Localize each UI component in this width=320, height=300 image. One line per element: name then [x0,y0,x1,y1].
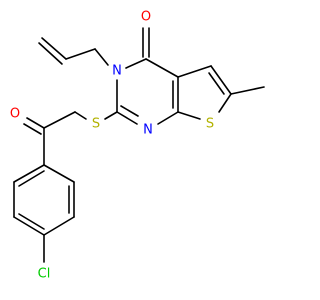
bond-c2-n1-double-a [116,111,138,125]
bond-ar-3-4 [43,216,75,236]
bond-ch2-ch [65,48,96,60]
bond-c4a-c5 [177,65,212,78]
bond-co-o-double-b [23,123,42,135]
molecule-structure: O N N S S O Cl [10,10,265,282]
bond-c6-s [218,93,232,113]
bond-ch-ch2-double-b [38,42,63,65]
bond-co-o-double-a [26,117,45,129]
bond-ar-4-5 [13,216,45,236]
thiophene-sulfur-label: S [206,117,214,132]
imine-nitrogen-label: N [143,123,153,138]
bond-c6-methyl [230,86,265,95]
thioether-sulfur-label: S [92,117,100,132]
bond-ch-ch2-double-a [41,37,67,60]
bond-s-ch2 [74,111,87,120]
bond-c4-n3 [125,58,147,69]
bond-ch2-co [43,111,76,129]
bond-ar-1-2 [43,164,75,183]
bond-c5-c6-a [210,65,232,95]
chlorine-label: Cl [38,267,51,282]
bond-c5-c6-b [208,72,225,95]
bond-c2-s [104,111,118,120]
bond-n3-ch2 [94,48,109,66]
carbonyl-oxygen-label: O [141,10,151,25]
bond-ar-4-5-inner [18,213,45,230]
bond-ar-6-1 [13,164,45,183]
bonds [13,27,265,263]
ring-nitrogen-label: N [112,64,122,79]
bond-n1-c7a [157,111,179,125]
molecule-canvas: O N N S S O Cl [10,10,265,282]
bond-c4-c4a [145,58,179,78]
bond-c2-n1-double-b [120,105,139,117]
ketone-oxygen-label: O [10,107,20,122]
bond-ar-6-1-inner [18,170,45,187]
atom-labels: O N N S S O Cl [10,10,214,282]
bond-s-c7a [177,111,201,120]
